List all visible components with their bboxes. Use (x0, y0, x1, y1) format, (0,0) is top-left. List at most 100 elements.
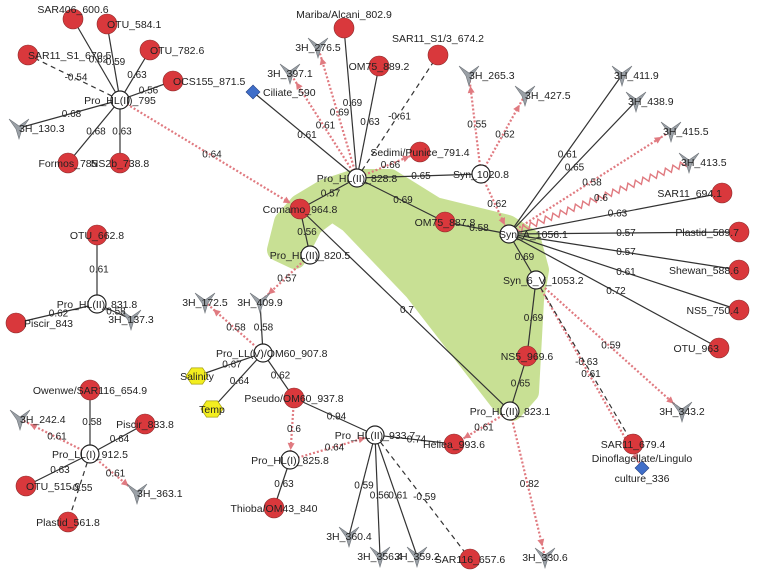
node-v1373[interactable]: 3H_137.3 (108, 309, 154, 332)
edge-pro933-v3564 (374, 434, 381, 557)
node-shewan[interactable]: Shewan_588.6 (669, 259, 750, 281)
node-sar11_694[interactable]: SAR11_694.1 (657, 182, 733, 204)
edge-weight-label: 0.56 (370, 491, 390, 502)
node-pro933[interactable]: Pro_HL(II)_933.7 (335, 425, 416, 445)
node-sar406[interactable]: SAR406_600.6 (37, 4, 109, 30)
bacteria-circle-icon (443, 433, 465, 455)
node-plastid589[interactable]: Plastid_589.7 (675, 221, 750, 243)
node-formos[interactable]: Formos_785 (39, 152, 98, 174)
node-v2424[interactable]: 3H_242.4 (9, 409, 66, 432)
node-label: Pseudo/OM60_937.8 (244, 393, 343, 405)
node-temp[interactable]: Temp (199, 400, 225, 418)
node-pro823[interactable]: Pro_HL(II)_823.1 (470, 401, 551, 421)
node-v3592[interactable]: 3H_359.2 (394, 546, 440, 569)
node-comamo[interactable]: Comamo_964.8 (263, 198, 338, 220)
node-maribal[interactable]: Mariba/Alcani_802.9 (296, 9, 392, 39)
edge-weight-label: 0.64 (325, 443, 345, 454)
node-om75_889[interactable]: OM75_889.2 (349, 55, 410, 77)
node-label: Dinoflagellate/Lingulo (592, 453, 693, 465)
node-v3971[interactable]: 3H_397.1 (267, 63, 313, 86)
node-pseudo[interactable]: Pseudo/OM60_937.8 (244, 387, 344, 409)
node-v3306[interactable]: 3H_330.6 (522, 547, 568, 570)
node-ocs155[interactable]: OCS155_871.5 (162, 70, 246, 92)
edge-syn1020-v2653 (467, 74, 483, 175)
node-v2765[interactable]: 3H_276.5 (295, 37, 341, 60)
edge-proLL912-v2424 (19, 418, 91, 455)
edge-weight-label: 0.62 (89, 55, 109, 66)
edge-weight-label: -0.63 (575, 357, 598, 368)
edge-synA-otu963 (508, 233, 720, 349)
node-piscir843[interactable]: Piscir_843 (5, 312, 73, 334)
cyanobacteria-ring-icon (110, 90, 130, 110)
node-otu5841[interactable]: OTU_584.1 (96, 13, 161, 35)
node-sar116[interactable]: SAR116_657.6 (435, 548, 506, 570)
node-label: 3H_276.5 (295, 42, 341, 54)
node-v3432[interactable]: 3H_343.2 (659, 401, 705, 424)
node-plastid561[interactable]: Plastid_561.8 (36, 511, 100, 533)
edge-synA-shewan (508, 233, 740, 271)
node-v4275[interactable]: 3H_427.5 (514, 85, 571, 108)
node-ns5_750[interactable]: NS5_750.4 (686, 299, 750, 321)
node-otu7826[interactable]: OTU_782.6 (139, 39, 204, 61)
node-pro828[interactable]: Pro_HL(II)_828.8 (317, 168, 398, 188)
node-synV[interactable]: Syn_6_V_1053.2 (503, 270, 584, 290)
node-label: 3H_427.5 (525, 90, 571, 102)
edge-pro828-syn1020 (356, 173, 482, 179)
node-label: 3H_413.5 (681, 157, 727, 169)
node-v4155[interactable]: 3H_415.5 (660, 121, 709, 144)
edge-pro828-maribal (343, 27, 358, 179)
node-thioba[interactable]: Thioba/OM43_840 (231, 497, 318, 519)
node-ns2b[interactable]: NS2b_738.8 (91, 152, 150, 174)
node-om75_887[interactable]: OM75_887.8 (415, 211, 476, 233)
node-label: 3H_242.4 (20, 414, 66, 426)
node-ns5_969[interactable]: NS5_969.6 (501, 345, 554, 367)
node-otu6628[interactable]: OTU_662.8 (70, 224, 124, 246)
node-v4135[interactable]: 3H_413.5 (678, 152, 727, 175)
node-v3564[interactable]: 3H_356.4 (357, 546, 403, 569)
virus-chevron-icon (514, 85, 536, 108)
node-pro831[interactable]: Pro_HL(II)_831.8 (57, 294, 138, 314)
node-heliea[interactable]: Heliea_993.6 (423, 433, 485, 455)
node-proLL912[interactable]: Pro_LL(I)_912.5 (52, 444, 128, 464)
node-otu963[interactable]: OTU_963 (673, 337, 730, 359)
edge-weight-label: 0.6 (287, 424, 301, 435)
bacteria-circle-icon (728, 259, 750, 281)
edge-weight-label: 0.65 (411, 171, 431, 182)
node-owenwe[interactable]: Owenwe/SAR116_654.9 (33, 379, 147, 401)
node-label: SAR406_600.6 (37, 4, 108, 16)
edge-pro795-sar11_670 (27, 54, 121, 101)
edge-weight-label: -0.55 (70, 483, 93, 494)
node-v1303[interactable]: 3H_130.3 (8, 118, 65, 141)
bacteria-circle-icon (283, 387, 305, 409)
node-proLLV[interactable]: Pro_LL(V)/OM60_907.8 (216, 343, 328, 363)
edge-weight-label: 0.65 (565, 163, 585, 174)
node-synA[interactable]: Syn_A_1056.1 (499, 224, 568, 244)
node-pro820[interactable]: Pro_HL(II)_820.5 (270, 245, 351, 265)
node-v4099[interactable]: 3H_409.9 (237, 292, 283, 315)
node-sedimi[interactable]: Sedimi/Punice_791.4 (370, 141, 470, 163)
bacteria-circle-icon (96, 13, 118, 35)
node-v3631[interactable]: 3H_363.1 (126, 483, 183, 506)
node-v1725[interactable]: 3H_172.5 (182, 292, 228, 315)
node-piscir833[interactable]: Piscir_833.8 (116, 413, 174, 435)
bacteria-circle-icon (622, 433, 644, 455)
node-sar11_670[interactable]: SAR11_S1_670.5 (17, 44, 111, 66)
node-salinity[interactable]: Salinity (180, 367, 215, 385)
node-v3604[interactable]: 3H_360.4 (326, 526, 372, 549)
node-sar11_674[interactable]: SAR11_S1/3_674.2 (392, 33, 484, 66)
edge-pro828-sar11_674 (356, 54, 439, 179)
node-pro795[interactable]: Pro_HL(II)_795 (84, 90, 156, 110)
node-v2653[interactable]: 3H_265.3 (458, 65, 515, 88)
node-syn1020[interactable]: Syn_1020.8 (453, 164, 509, 184)
node-ciliate[interactable]: Ciliate_590 (245, 84, 316, 100)
edge-synA-plastid589 (508, 231, 740, 235)
node-otu5159[interactable]: OTU_515.9 (15, 475, 80, 497)
edge-weight-label: 0.61 (474, 423, 494, 434)
node-v4389[interactable]: 3H_438.9 (625, 91, 674, 114)
node-pro825[interactable]: Pro_HL(I)_825.8 (251, 450, 329, 470)
edge-pro933-sar116 (374, 434, 471, 560)
edge-weight-label: 0.59 (354, 481, 374, 492)
node-sar11_679[interactable]: SAR11_679.4 (601, 433, 666, 455)
node-v4119[interactable]: 3H_411.9 (611, 65, 659, 88)
